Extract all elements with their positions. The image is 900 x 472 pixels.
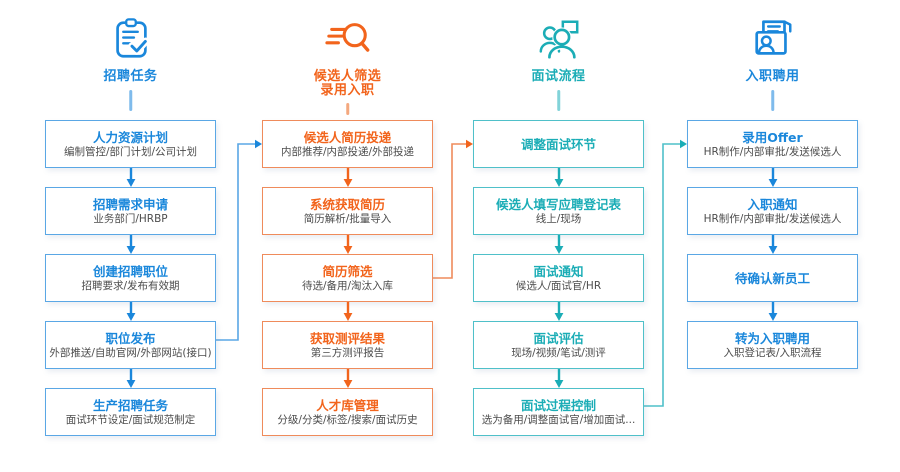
- step-subtitle: 入职登记表/入职流程: [723, 346, 822, 359]
- flow-step-box: 面试过程控制选为备用/调整面试官/增加面试...: [473, 388, 644, 436]
- column-title: 面试流程: [453, 70, 664, 84]
- step-subtitle: 分级/分类/标签/搜索/面试历史: [277, 413, 418, 426]
- column-title-line: 入职聘用: [745, 69, 800, 84]
- step-title: 面试通知: [533, 263, 584, 279]
- step-subtitle: 候选人/面试官/HR: [515, 279, 602, 292]
- flow-column-interview-process: 面试流程调整面试环节 候选人填写应聘登记表线上/现场 面试通知候选人/面试官/H…: [473, 0, 644, 472]
- flow-step-box: 人才库管理分级/分类/标签/搜索/面试历史: [262, 388, 433, 436]
- column-header-recruitment-tasks: 招聘任务: [25, 14, 236, 84]
- step-subtitle: 现场/视频/笔试/测评: [511, 346, 606, 359]
- cross-connector: [216, 139, 262, 341]
- flow-step-box: 调整面试环节: [473, 120, 644, 168]
- flow-step-box: 面试评估现场/视频/笔试/测评: [473, 321, 644, 369]
- step-subtitle: 选为备用/调整面试官/增加面试...: [481, 413, 636, 426]
- flow-step-box: 人力资源计划编制管控/部门计划/公司计划: [45, 120, 216, 168]
- down-arrow: [553, 235, 565, 254]
- column-header-interview-process: 面试流程: [453, 14, 664, 84]
- flow-step-box: 候选人简历投递内部推荐/内部投递/外部投递: [262, 120, 433, 168]
- down-arrow: [767, 168, 779, 187]
- step-subtitle: 简历解析/批量导入: [303, 212, 392, 225]
- step-title: 面试评估: [533, 330, 584, 346]
- step-title: 生产招聘任务: [92, 397, 168, 413]
- flow-step-box: 获取测评结果第三方测评报告: [262, 321, 433, 369]
- step-subtitle: 编制管控/部门计划/公司计划: [63, 145, 198, 158]
- column-title-line: 录用入职: [320, 83, 375, 98]
- folder-person-icon: [750, 14, 796, 62]
- flow-step-box: 招聘需求申请业务部门/HRBP: [45, 187, 216, 235]
- step-title: 待确认新员工: [734, 270, 810, 286]
- down-arrow: [342, 235, 354, 254]
- flow-step-box: 职位发布外部推送/自助官网/外部网站(接口): [45, 321, 216, 369]
- header-drop-line: [556, 90, 561, 111]
- down-arrow: [125, 302, 137, 321]
- step-title: 创建招聘职位: [92, 263, 168, 279]
- step-title: 系统获取简历: [309, 196, 385, 212]
- column-header-candidate-screening: 候选人筛选录用入职: [242, 14, 453, 98]
- step-subtitle: 招聘要求/发布有效期: [81, 279, 180, 292]
- header-drop-line: [345, 103, 350, 115]
- column-title: 候选人筛选录用入职: [242, 70, 453, 98]
- step-subtitle: 第三方测评报告: [310, 346, 385, 359]
- down-arrow: [553, 369, 565, 388]
- step-title: 职位发布: [105, 330, 156, 346]
- step-subtitle: 外部推送/自助官网/外部网站(接口): [49, 346, 212, 359]
- step-subtitle: HR制作/内部审批/发送候选人: [703, 212, 842, 225]
- step-title: 简历筛选: [322, 263, 373, 279]
- step-title: 人力资源计划: [92, 129, 168, 145]
- flow-step-box: 生产招聘任务面试环节设定/面试规范制定: [45, 388, 216, 436]
- flow-step-box: 面试通知候选人/面试官/HR: [473, 254, 644, 302]
- flow-step-box: 创建招聘职位招聘要求/发布有效期: [45, 254, 216, 302]
- flow-step-box: 待确认新员工: [687, 254, 858, 302]
- header-drop-line: [128, 90, 133, 111]
- step-subtitle: 业务部门/HRBP: [93, 212, 168, 225]
- step-subtitle: 内部推荐/内部投递/外部投递: [280, 145, 415, 158]
- header-drop-line: [770, 90, 775, 111]
- down-arrow: [767, 235, 779, 254]
- down-arrow: [125, 168, 137, 187]
- step-title: 入职通知: [747, 196, 798, 212]
- interview-chat-icon: [536, 14, 582, 62]
- step-title: 转为入职聘用: [734, 330, 810, 346]
- step-title: 候选人填写应聘登记表: [495, 196, 621, 212]
- down-arrow: [553, 168, 565, 187]
- step-title: 面试过程控制: [520, 397, 596, 413]
- step-title: 录用Offer: [742, 129, 803, 145]
- flow-step-box: 系统获取简历简历解析/批量导入: [262, 187, 433, 235]
- column-title-line: 招聘任务: [103, 69, 158, 84]
- step-subtitle: 面试环节设定/面试规范制定: [65, 413, 196, 426]
- flow-column-recruitment-tasks: 招聘任务人力资源计划编制管控/部门计划/公司计划 招聘需求申请业务部门/HRBP…: [45, 0, 216, 472]
- down-arrow: [125, 235, 137, 254]
- step-subtitle: 线上/现场: [535, 212, 582, 225]
- column-header-onboarding: 入职聘用: [667, 14, 878, 84]
- down-arrow: [342, 302, 354, 321]
- column-title-line: 候选人筛选: [313, 69, 382, 84]
- flow-column-candidate-screening: 候选人筛选录用入职候选人简历投递内部推荐/内部投递/外部投递 系统获取简历简历解…: [262, 0, 433, 472]
- cross-connector: [644, 139, 687, 407]
- down-arrow: [342, 168, 354, 187]
- cross-connector: [433, 139, 473, 279]
- step-subtitle: 待选/备用/淘汰入库: [301, 279, 394, 292]
- step-subtitle: HR制作/内部审批/发送候选人: [703, 145, 842, 158]
- step-title: 获取测评结果: [309, 330, 385, 346]
- step-title: 人才库管理: [316, 397, 379, 413]
- flow-step-box: 转为入职聘用入职登记表/入职流程: [687, 321, 858, 369]
- step-title: 调整面试环节: [520, 136, 596, 152]
- flow-step-box: 候选人填写应聘登记表线上/现场: [473, 187, 644, 235]
- down-arrow: [342, 369, 354, 388]
- flow-step-box: 简历筛选待选/备用/淘汰入库: [262, 254, 433, 302]
- down-arrow: [125, 369, 137, 388]
- step-title: 招聘需求申请: [92, 196, 168, 212]
- clipboard-check-icon: [108, 14, 154, 62]
- down-arrow: [767, 302, 779, 321]
- search-resume-icon: [324, 14, 371, 62]
- column-title-line: 面试流程: [531, 69, 586, 84]
- column-title: 招聘任务: [25, 70, 236, 84]
- step-title: 候选人简历投递: [303, 129, 392, 145]
- column-title: 入职聘用: [667, 70, 878, 84]
- down-arrow: [553, 302, 565, 321]
